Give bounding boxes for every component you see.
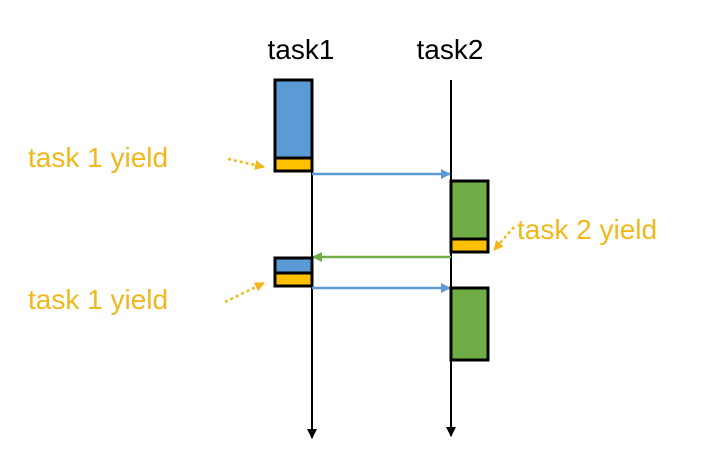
yield-pointer-arrow-3: [224, 281, 265, 304]
yield-pointer-arrow-2: [493, 226, 515, 251]
task1-run-block-1: [273, 78, 314, 160]
task1-run-block-2: [273, 256, 314, 275]
task2-yield-marker: [449, 237, 490, 254]
task1-yield-label-1: task 1 yield: [28, 142, 168, 173]
task2-yield-label: task 2 yield: [517, 214, 657, 245]
task2-run-block-2: [449, 286, 490, 362]
task1-yield-marker-1: [273, 156, 314, 173]
yield-pointer-arrow-1: [227, 157, 265, 170]
task1-yield-label-2: task 1 yield: [28, 284, 168, 315]
task1-lane-title: task1: [268, 34, 335, 65]
task2-lane-title: task2: [417, 34, 484, 65]
task1-yield-marker-2: [273, 271, 314, 288]
task2-run-block-1: [449, 179, 490, 241]
